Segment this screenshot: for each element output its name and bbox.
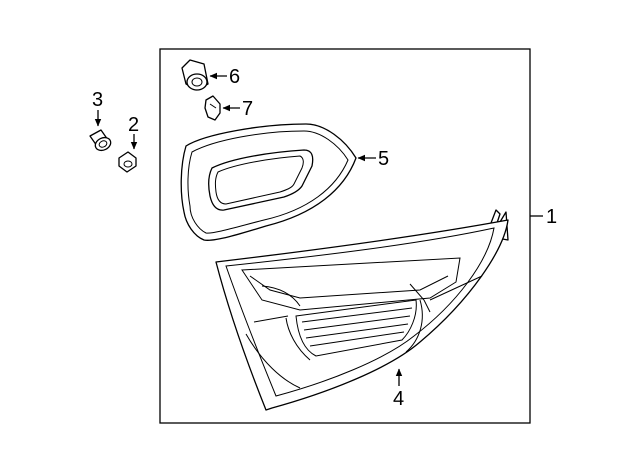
part-7-bulb: 7 <box>204 95 253 121</box>
callout-7-label: 7 <box>242 98 253 120</box>
callout-1-label: 1 <box>546 206 557 228</box>
callout-4-label: 4 <box>393 388 404 410</box>
part-4-tail-lamp: 4 <box>215 209 509 411</box>
callout-3-label: 3 <box>92 89 103 111</box>
part-2-nut: 2 <box>118 114 139 173</box>
assembly-frame <box>159 48 531 424</box>
part-5-gasket: 5 <box>180 123 389 241</box>
callout-5-label: 5 <box>378 148 389 170</box>
callout-1: 1 <box>530 206 557 228</box>
part-6-socket: 6 <box>181 59 240 91</box>
callout-2-label: 2 <box>128 114 139 136</box>
callout-6-label: 6 <box>229 66 240 88</box>
part-3-bushing: 3 <box>89 89 112 152</box>
